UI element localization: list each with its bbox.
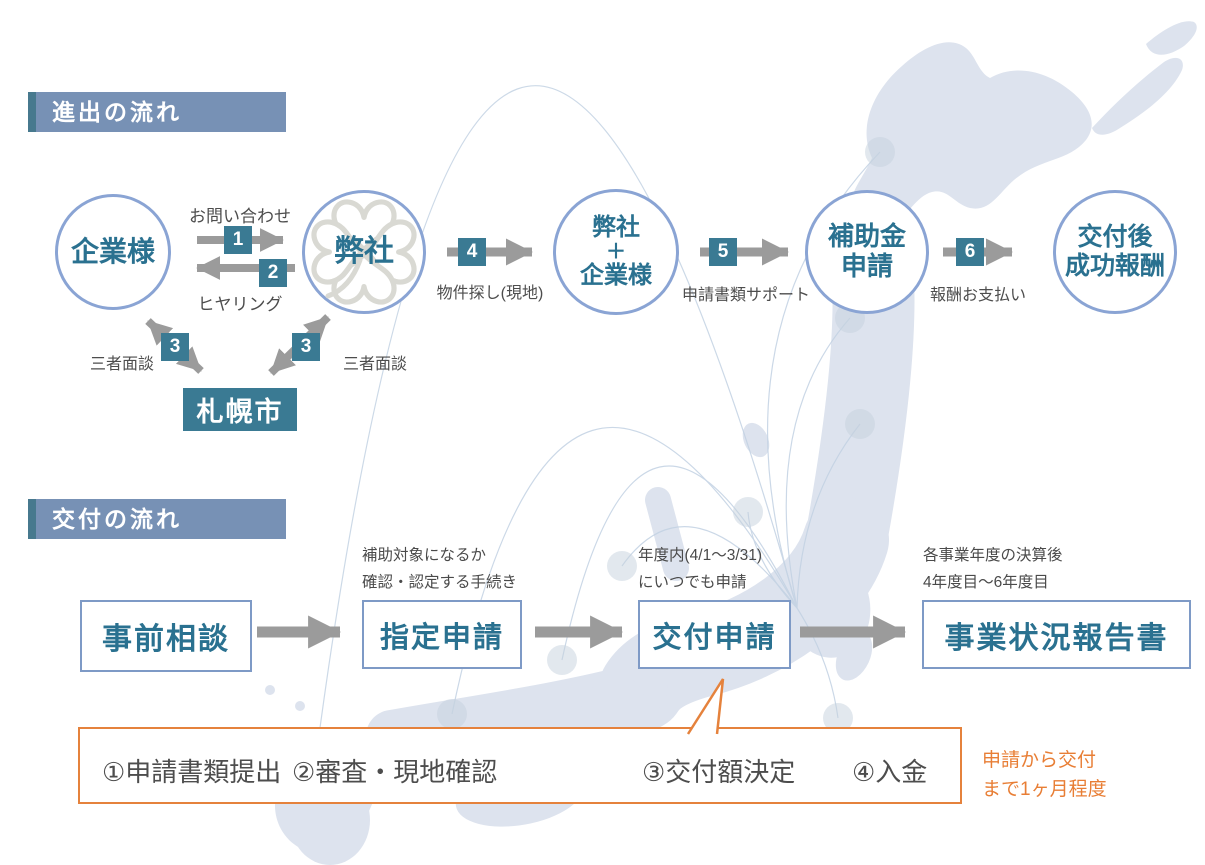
- note-grant-line2: にいつでも申請: [638, 574, 747, 591]
- node3-line1: 弊社: [592, 214, 640, 242]
- note-report-line2: 4年度目〜6年度目: [923, 574, 1049, 591]
- node5-line1: 交付後: [1077, 223, 1153, 252]
- section-header-expansion: 進出の流れ: [28, 92, 286, 132]
- step-badge-4: 4: [458, 238, 486, 266]
- detail-item-4: ④入金: [852, 757, 928, 787]
- note-designation-line2: 確認・認定する手続き: [362, 574, 518, 591]
- section-header-grant: 交付の流れ: [28, 499, 286, 539]
- sapporo-city-box: 札幌市: [183, 388, 297, 431]
- clover-logo-icon: [311, 199, 417, 305]
- label-meeting-right: 三者面談: [343, 356, 408, 373]
- grant-step-business-status-report: 事業状況報告書: [922, 600, 1191, 669]
- grant-detail-box: [78, 727, 962, 804]
- duration-note-line2: まで1ヶ月程度: [982, 779, 1107, 800]
- note-designation: 補助対象になるか 確認・認定する手続き: [362, 542, 517, 596]
- step-badge-1: 1: [224, 226, 252, 254]
- note-grant-line1: 年度内(4/1〜3/31): [638, 547, 763, 564]
- node5-line2: 成功報酬: [1064, 252, 1165, 280]
- detail-item-2: ②審査・現地確認: [292, 757, 498, 787]
- grant-step-designation-application: 指定申請: [362, 600, 522, 669]
- label-meeting-left: 三者面談: [90, 356, 155, 373]
- duration-note: 申請から交付 まで1ヶ月程度: [982, 746, 1107, 804]
- detail-item-1: ①申請書類提出: [102, 757, 282, 787]
- step-badge-6: 6: [956, 238, 984, 266]
- grant-step1-label: 事前相談: [102, 623, 230, 656]
- node3-line2: ＋: [606, 241, 626, 263]
- flow-node-our-company: 弊社: [302, 190, 426, 314]
- node4-line2: 申請: [840, 251, 893, 281]
- duration-note-line1: 申請から交付: [982, 750, 1097, 771]
- label-property-search: 物件探し(現地): [436, 285, 544, 302]
- label-fee-payment: 報酬お支払い: [929, 287, 1027, 304]
- flow-node-company-plus-client: 弊社 ＋ 企業様: [553, 189, 679, 315]
- node4-line1: 補助金: [827, 221, 906, 252]
- step-badge-2: 2: [259, 259, 287, 287]
- flow-node-client-label: 企業様: [70, 235, 155, 267]
- detail-item-3: ③交付額決定: [642, 757, 796, 787]
- city-dots: [297, 137, 895, 803]
- label-hearing: ヒヤリング: [197, 295, 283, 314]
- note-report-line1: 各事業年度の決算後: [923, 547, 1063, 564]
- note-grant-application: 年度内(4/1〜3/31) にいつでも申請: [638, 542, 762, 596]
- flow-node-our-company-label: 弊社: [334, 234, 394, 268]
- flight-arcs: [311, 85, 881, 789]
- label-inquiry: お問い合わせ: [189, 207, 291, 226]
- grant-step-prior-consultation: 事前相談: [80, 600, 252, 672]
- step-badge-3-left: 3: [161, 333, 189, 361]
- step-badge-3-right: 3: [292, 333, 320, 361]
- flow-node-success-fee: 交付後 成功報酬: [1053, 190, 1177, 314]
- grant-step-grant-application: 交付申請: [638, 600, 791, 669]
- node3-line3: 企業様: [580, 262, 652, 289]
- flow-node-subsidy-application: 補助金 申請: [805, 190, 929, 314]
- grant-step2-label: 指定申請: [379, 621, 504, 654]
- note-business-report: 各事業年度の決算後 4年度目〜6年度目: [923, 542, 1063, 596]
- label-document-support: 申請書類サポート: [681, 287, 811, 304]
- grant-step4-label: 事業状況報告書: [944, 621, 1169, 655]
- flow-node-client: 企業様: [55, 194, 171, 310]
- note-designation-line1: 補助対象になるか: [362, 547, 487, 564]
- step-badge-5: 5: [709, 238, 737, 266]
- callout-tail: [686, 678, 725, 735]
- grant-step3-label: 交付申請: [652, 621, 777, 654]
